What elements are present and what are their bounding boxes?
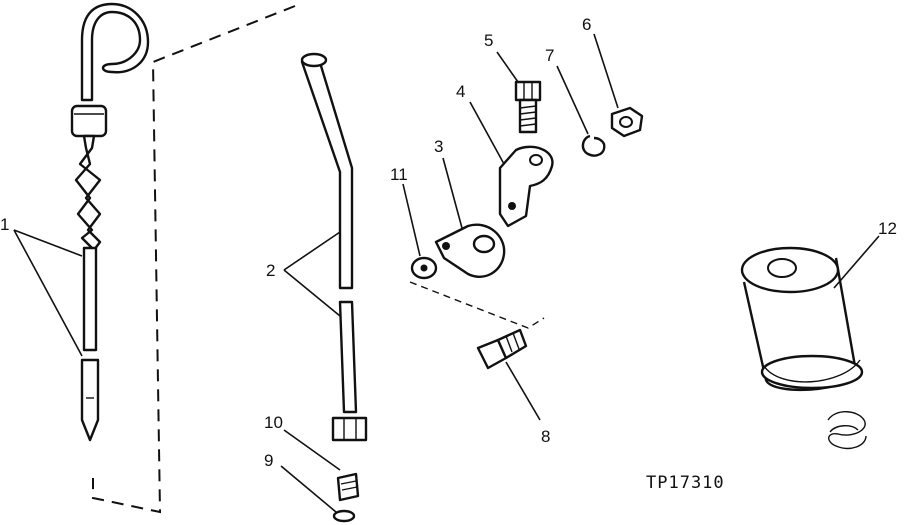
dipstick [70,2,150,442]
bracket [498,145,554,228]
hex-nut [610,106,644,138]
connector-fitting [336,472,360,502]
callout-5: 5 [484,31,493,50]
callout-6: 6 [582,15,591,34]
filter-spring [827,411,867,450]
callout-9: 9 [264,451,273,470]
callout-7: 7 [545,46,554,65]
dipstick-tube [300,52,368,442]
leader-lines [13,33,880,513]
tube-clamp [434,223,506,278]
bolt [514,80,542,134]
callout-4: 4 [456,82,465,101]
callout-8: 8 [541,427,550,446]
oil-filter [740,246,864,391]
callout-11: 11 [390,165,408,184]
o-ring [332,509,356,523]
callout-3: 3 [434,137,443,156]
callout-1: 1 [0,215,9,234]
callout-2: 2 [266,261,275,280]
figure-id: TP17310 [646,473,725,493]
washer [410,256,438,280]
cap-screw [476,328,528,370]
callout-10: 10 [264,413,283,432]
bolt-dashed-line [409,281,545,329]
assembly-dashed-line [92,5,296,514]
lock-washer [581,134,606,157]
callout-12: 12 [878,219,897,238]
